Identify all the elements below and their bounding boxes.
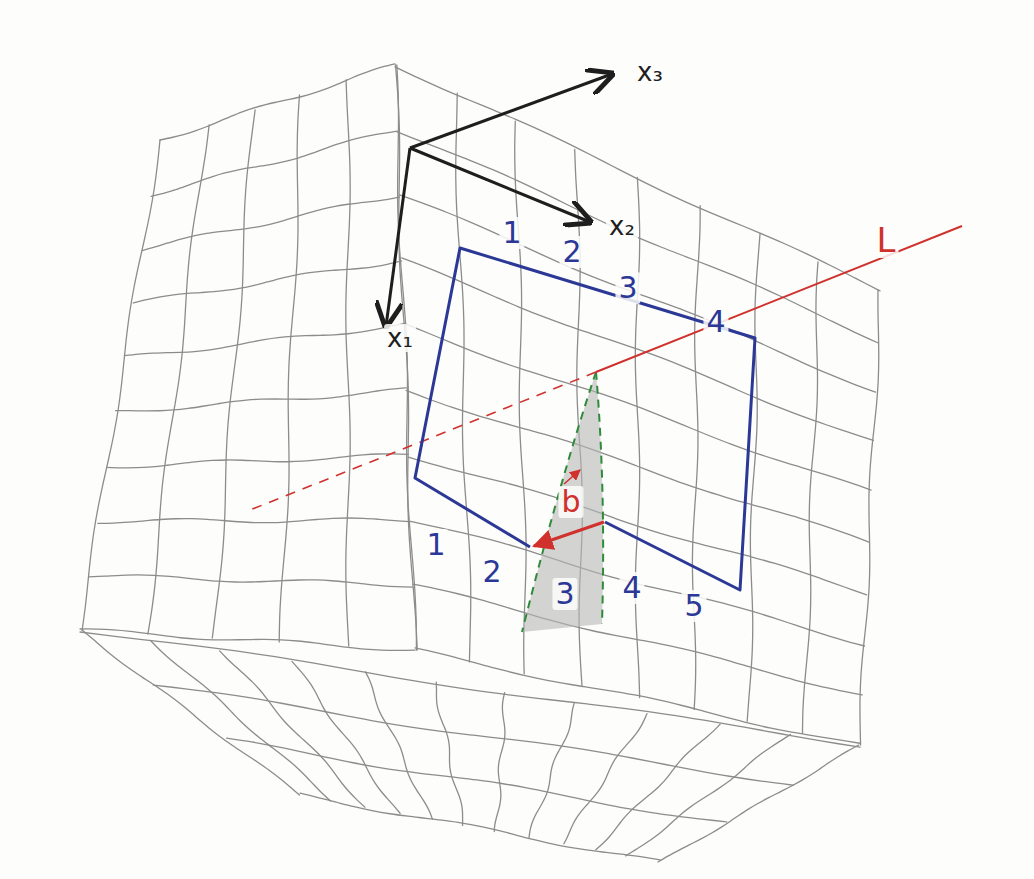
lattice-line	[148, 125, 209, 634]
lattice-line	[151, 640, 331, 801]
lattice-line	[279, 95, 299, 642]
lattice-line	[436, 682, 462, 825]
axis-label: x₃	[634, 58, 666, 86]
lattice-line	[658, 745, 859, 862]
lattice-line	[153, 685, 793, 785]
lattice-line	[411, 521, 865, 646]
half-plane-edge	[522, 372, 596, 632]
lattice-line	[802, 262, 818, 733]
lattice-line	[494, 693, 505, 832]
half-plane-edge	[596, 372, 603, 624]
circuit-step-number: 3	[552, 578, 577, 610]
lattice-line	[635, 178, 639, 698]
lattice-line	[346, 80, 350, 646]
lattice-line	[124, 324, 403, 356]
lattice-line	[404, 323, 871, 490]
line-label: L	[874, 222, 899, 258]
axis-label: x₁	[384, 324, 416, 352]
circuit-step-number: 1	[423, 529, 448, 561]
circuit-step-number: 1	[499, 217, 524, 249]
lattice-line	[80, 629, 415, 650]
axis-label: x₂	[606, 212, 638, 240]
circuit-step-number: 4	[703, 306, 728, 338]
lattice-line	[395, 65, 417, 650]
lattice-line	[529, 703, 574, 837]
lattice-line	[160, 64, 395, 140]
lattice-line	[564, 714, 647, 844]
extra-half-plane	[522, 372, 603, 632]
lattice-line	[292, 661, 400, 813]
circuit-step-number: 5	[681, 590, 706, 622]
lattice-line	[626, 735, 791, 856]
lattice-line	[397, 132, 878, 343]
lattice-line	[107, 454, 409, 468]
lattice-line	[596, 724, 720, 850]
lattice-line	[212, 110, 255, 638]
lattice-line	[98, 518, 411, 523]
axis-arrow	[410, 74, 612, 148]
lattice-line	[515, 121, 526, 674]
lattice-line	[82, 630, 299, 795]
lattice-line	[397, 65, 417, 650]
lattice-line	[860, 290, 879, 745]
lattice-line	[415, 648, 860, 743]
dislocation-line-hidden	[245, 372, 596, 512]
lattice-line	[227, 738, 727, 822]
lattice-line	[402, 258, 874, 440]
lattice-line	[365, 672, 432, 820]
lattice-line	[89, 575, 413, 587]
circuit-step-number: 2	[479, 556, 504, 588]
axis-arrow	[386, 148, 410, 326]
lattice-line	[133, 261, 401, 303]
lattice-line	[300, 793, 660, 860]
lattice-line	[142, 197, 399, 250]
circuit-step-number: 4	[619, 572, 644, 604]
crystal-lattice	[80, 64, 880, 862]
lattice-line	[151, 131, 397, 196]
burgers-vector	[534, 522, 604, 546]
circuit-step-number: 3	[615, 272, 640, 304]
lattice-line	[220, 651, 365, 807]
vector-accent	[564, 470, 580, 484]
dislocation-line	[596, 226, 962, 372]
vector-label: b	[558, 486, 583, 518]
axis-arrow	[410, 148, 590, 222]
lattice-line	[395, 67, 880, 291]
lattice-line	[406, 390, 869, 542]
circuit-step-number: 2	[559, 236, 584, 268]
lattice-line	[456, 93, 471, 662]
lattice-line	[399, 195, 875, 392]
lattice-line	[116, 388, 407, 411]
lattice-line	[82, 140, 160, 630]
lattice-line	[692, 206, 700, 710]
burgers-circuit	[415, 248, 755, 590]
